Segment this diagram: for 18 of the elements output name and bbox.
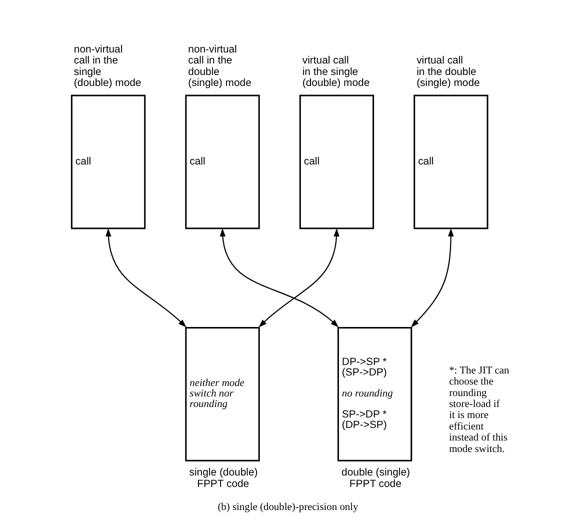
node-label: double (single) FPPT code [342, 468, 410, 490]
arrow [220, 228, 339, 328]
label: *: The JIT can choose the rounding store-load if it is more efficient instead of this mode switch. [449, 365, 510, 455]
node-label: non-virtual call in the single (double) mode [74, 44, 142, 89]
caption: (b) single (double)-precision only [218, 502, 358, 514]
node-label: non-virtual call in the double (single) mode [188, 44, 252, 89]
arrow [106, 228, 186, 328]
node-box: call [299, 94, 374, 230]
node-box: neither mode switch nor rounding [185, 326, 260, 462]
node-box: DP->SP * (SP->DP) no rounding SP->DP * (DP->SP) [337, 326, 412, 462]
arrow [410, 228, 454, 328]
node-label: single (double) FPPT code [189, 468, 258, 490]
node-label: virtual call in the double (single) mode [416, 56, 480, 89]
node-label: virtual call in the single (double) mode [302, 56, 370, 89]
node-box: call [70, 94, 146, 230]
node-box: call [185, 94, 260, 230]
arrow [258, 228, 340, 328]
node-box: call [414, 94, 488, 230]
